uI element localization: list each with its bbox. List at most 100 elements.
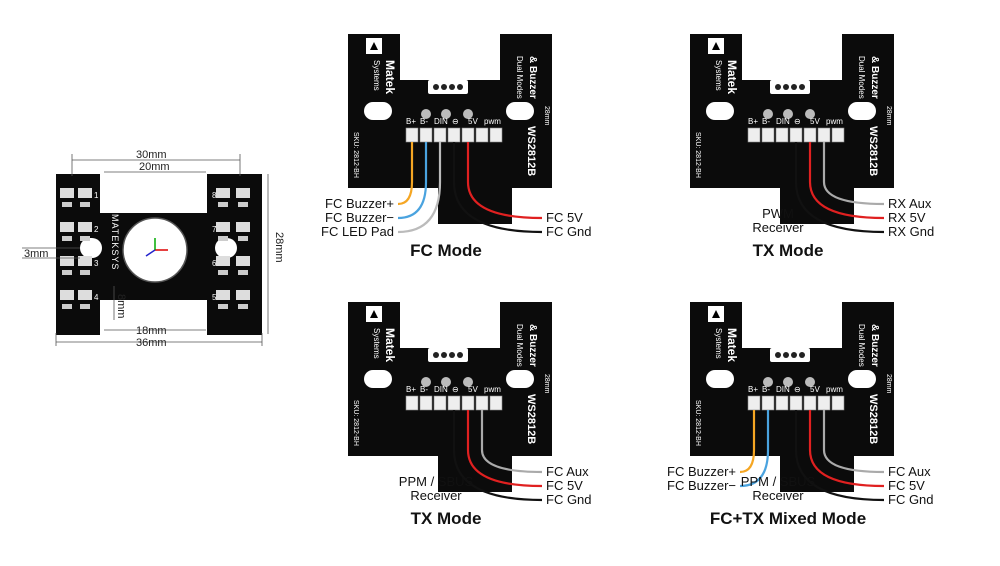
pin-pad	[489, 395, 503, 411]
pin-label: DIN	[776, 385, 790, 394]
axis-blue	[145, 249, 156, 257]
receiver-label-sub: Receiver	[410, 488, 462, 503]
led-number: 3	[94, 259, 99, 268]
led-pad-small	[62, 270, 72, 275]
board-model: WS2812B	[525, 394, 537, 444]
receiver-label: PPM / SBUS	[741, 474, 816, 489]
wire-5v	[466, 410, 543, 488]
pin-label: B+	[748, 117, 758, 126]
board-brand: Matek	[725, 60, 739, 94]
buzzer-dot	[775, 352, 781, 358]
right-wire-label: RX Gnd	[888, 224, 934, 239]
board-size: 28mm	[885, 374, 892, 394]
pin-label: B-	[420, 385, 428, 394]
led-pad	[60, 222, 74, 232]
logo-mark-icon	[370, 42, 378, 50]
buzzer-dot	[791, 84, 797, 90]
board-size: 28mm	[543, 106, 550, 126]
plus-mark: +	[127, 239, 134, 253]
left-board-brand: MATEKSYS	[110, 214, 120, 270]
buzzer-dot	[775, 84, 781, 90]
board-title: & Buzzer	[869, 324, 880, 367]
pin-label: 5V	[468, 117, 478, 126]
board-brand: Matek	[383, 60, 397, 94]
buzzer-dot	[783, 84, 789, 90]
mount-slot-right	[848, 102, 876, 120]
pin-label: ⊖	[794, 117, 801, 126]
led-pad	[236, 256, 250, 266]
mount-slot-left	[364, 102, 392, 120]
buzzer-dot	[783, 352, 789, 358]
wire-5v	[466, 142, 543, 220]
pin-pad	[405, 127, 419, 143]
right-wire-label: FC 5V	[888, 478, 925, 493]
board-brand: Matek	[725, 328, 739, 362]
dimension-lines	[22, 154, 269, 346]
via-hole	[763, 109, 773, 119]
wire-gnd	[452, 142, 543, 234]
pin-label: B-	[762, 117, 770, 126]
left-wire-label: FC Buzzer−	[325, 210, 394, 225]
buzzer	[770, 80, 810, 94]
buzzer-dot	[441, 352, 447, 358]
pin-label: 5V	[468, 385, 478, 394]
wire-led-pad	[397, 142, 442, 234]
wire-aux	[822, 142, 885, 206]
via-hole	[783, 109, 793, 119]
wire-5v	[808, 410, 885, 488]
led-pad-small	[62, 304, 72, 309]
led-pad	[78, 188, 92, 198]
pin-pad	[475, 395, 489, 411]
pin-label: 5V	[810, 117, 820, 126]
led-pad	[216, 222, 230, 232]
buzzer-dot	[433, 352, 439, 358]
led-pad-small	[218, 202, 228, 207]
pin-pad	[831, 395, 845, 411]
right-wire-label: FC Gnd	[546, 492, 592, 507]
buzzer-dot	[457, 84, 463, 90]
via-hole	[421, 377, 431, 387]
receiver-label: PWM	[762, 206, 794, 221]
pin-pad	[761, 395, 775, 411]
pin-pad	[747, 395, 761, 411]
mount-slot-right	[215, 238, 237, 258]
led-number: 4	[94, 293, 99, 302]
pin-pad	[817, 395, 831, 411]
buzzer-dot	[449, 352, 455, 358]
via-hole	[441, 109, 451, 119]
wire-gnd	[794, 142, 885, 234]
pin-pad	[447, 395, 461, 411]
buzzer-dot	[791, 352, 797, 358]
led-number: 2	[94, 225, 99, 234]
board-title: & Buzzer	[869, 56, 880, 99]
board-sku: SKU: 2812-BH	[694, 132, 701, 178]
led-pad	[78, 290, 92, 300]
pin-label: B-	[420, 117, 428, 126]
wire-aux	[822, 410, 885, 474]
pin-pad	[419, 127, 433, 143]
buzzer-dot	[799, 352, 805, 358]
board-sku: SKU: 2812-BH	[352, 132, 359, 178]
led-pad-small	[80, 236, 90, 241]
led-pad-small	[80, 304, 90, 309]
buzzer-dot	[457, 352, 463, 358]
pin-label: pwm	[484, 385, 501, 394]
buzzer-dot	[449, 84, 455, 90]
pin-pad	[433, 127, 447, 143]
pin-label: B-	[762, 385, 770, 394]
mode-title: TX Mode	[753, 241, 824, 260]
dim-label-center: 8mm	[115, 294, 127, 318]
board-size: 28mm	[885, 106, 892, 126]
led-number: 6	[212, 259, 217, 268]
led-number: 7	[212, 225, 217, 234]
board-title-sub: Dual Modes	[857, 56, 866, 99]
pin-pad	[789, 127, 803, 143]
pin-label: DIN	[434, 385, 448, 394]
led-pad	[60, 256, 74, 266]
right-wire-label: FC 5V	[546, 210, 583, 225]
wire-buzzer-plus	[397, 142, 414, 206]
